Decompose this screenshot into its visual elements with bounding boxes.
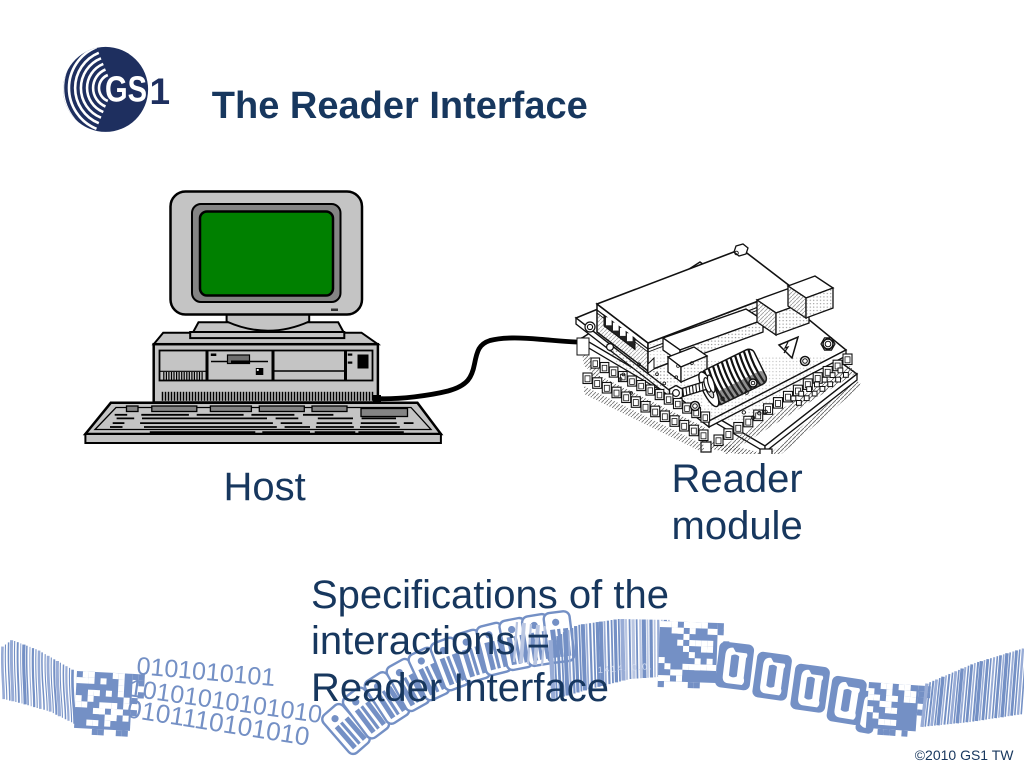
svg-text:GS: GS [105,69,147,110]
svg-text:1414. 0.0.: 1414. 0.0. [597,661,653,675]
svg-text:1: 1 [150,71,171,112]
